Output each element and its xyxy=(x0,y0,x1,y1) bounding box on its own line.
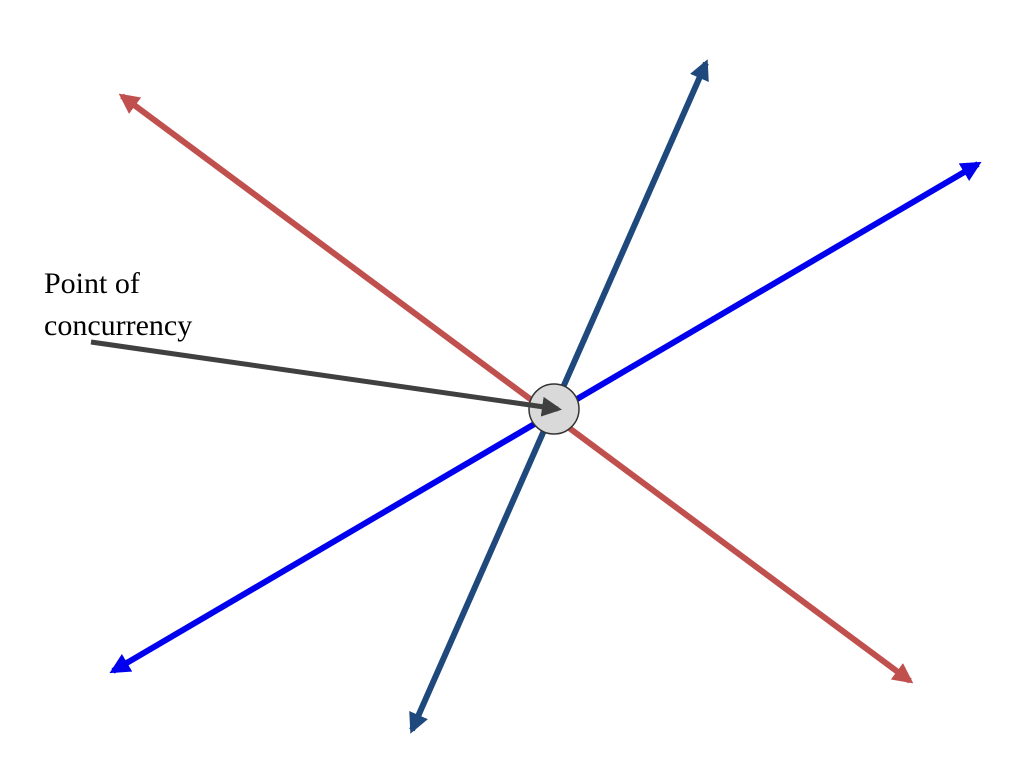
callout-pointer-arrow xyxy=(90,339,562,417)
callout-label-line-1: Point of xyxy=(44,267,140,300)
callout-label-line-2: concurrency xyxy=(44,309,192,342)
